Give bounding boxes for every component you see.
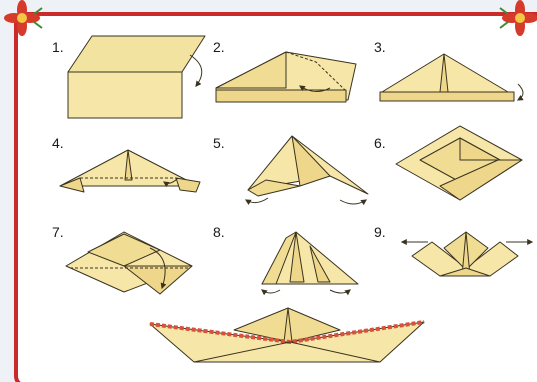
step-3-diagram [379,53,524,102]
step-3-label: 3. [374,39,386,55]
step-4-label: 4. [52,135,64,151]
step-9-label: 9. [374,224,386,240]
flower-ornament-icon [499,0,537,36]
curved-fold-arrow-icon [516,83,524,101]
curved-fold-arrow-icon [244,197,269,206]
step-1-diagram [67,35,206,119]
curved-fold-arrow-icon [261,289,281,296]
step-4-diagram [59,149,201,193]
step-7-label: 7. [52,224,64,240]
curved-fold-arrow-icon [189,54,203,87]
curved-fold-arrow-icon [299,85,331,92]
step-7-diagram [65,231,193,295]
step-6-label: 6. [374,135,386,151]
step-5-label: 5. [213,135,225,151]
step-2-label: 2. [213,39,225,55]
flower-ornament-icon [4,0,43,36]
curved-fold-arrow-icon [339,199,367,206]
step-9-diagram [400,231,534,277]
finished-paper-boat [149,307,425,363]
step-8-diagram [261,231,359,296]
step-2-diagram [215,51,357,103]
step-6-diagram [395,125,523,201]
step-1-label: 1. [52,39,64,55]
step-5-diagram [244,135,369,206]
curved-fold-arrow-icon [329,289,351,296]
curved-fold-arrow-icon [163,177,179,188]
curved-fold-arrow-icon [149,247,167,290]
step-8-label: 8. [213,224,225,240]
